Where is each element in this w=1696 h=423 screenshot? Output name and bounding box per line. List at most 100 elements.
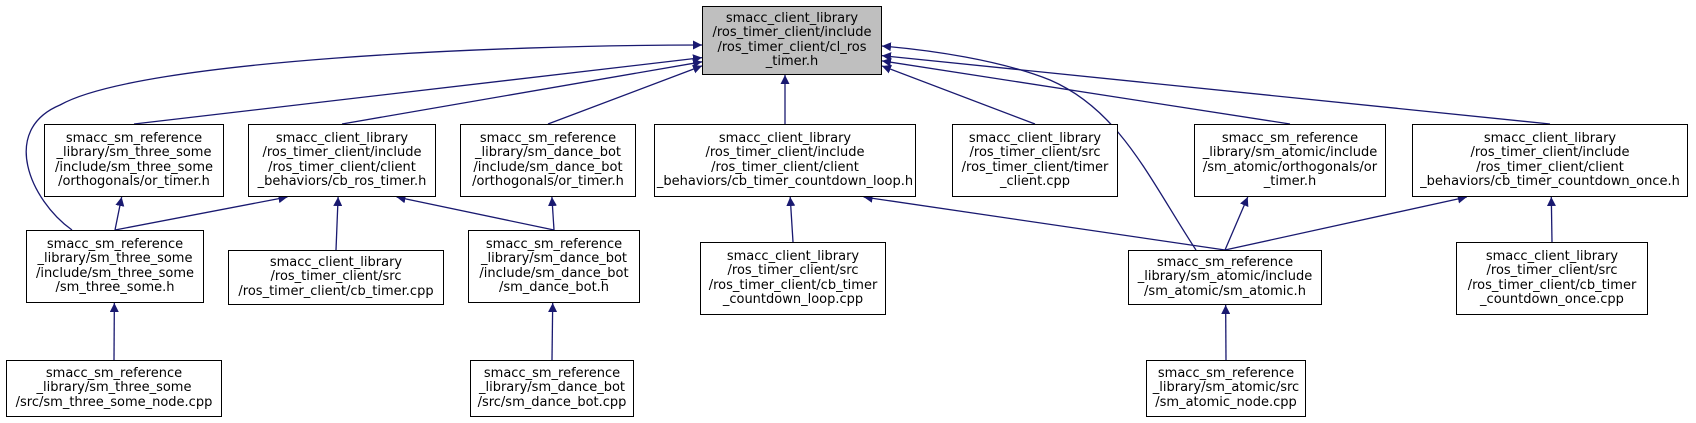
edge-n12-to-n4 — [863, 193, 1226, 251]
file-node[interactable]: smacc_sm_reference_library/sm_atomic/inc… — [1128, 250, 1322, 305]
edge-n12-to-n6 — [1224, 196, 1249, 251]
node-label-line: _behaviors/cb_timer_countdown_loop.h — [656, 174, 914, 189]
node-label-line: /sm_three_some.h — [55, 280, 175, 295]
node-label-line: smacc_client_library — [269, 254, 403, 270]
node-label-line: /ros_timer_client/include — [1470, 145, 1630, 160]
node-label-line: /sm_atomic/sm_atomic.h — [1144, 283, 1306, 299]
node-label-line: smacc_sm_reference — [1156, 254, 1294, 270]
file-node[interactable]: smacc_sm_reference_library/sm_dance_bot/… — [470, 360, 634, 417]
file-node[interactable]: smacc_client_library/ros_timer_client/in… — [248, 124, 436, 197]
node-label-line: _library/sm_dance_bot — [474, 145, 622, 160]
node-label-line: smacc_client_library — [718, 130, 852, 146]
node-label-line: /include/sm_dance_bot — [479, 265, 629, 281]
node-label-line: /sm_atomic_node.cpp — [1155, 394, 1297, 410]
node-label-line: smacc_sm_reference — [45, 365, 183, 381]
node-label-line: _library/sm_dance_bot — [480, 251, 628, 266]
edge-n10-to-n3 — [547, 196, 557, 231]
edge-n8-to-n2 — [114, 194, 288, 231]
edge-n8-to-n0 — [25, 40, 703, 231]
node-label-line: /ros_timer_client/timer — [961, 159, 1109, 175]
file-node[interactable]: smacc_sm_reference_library/sm_atomic/inc… — [1194, 124, 1386, 197]
node-label-line: smacc_client_library — [725, 10, 859, 26]
node-label-line: _library/sm_three_some — [37, 251, 193, 266]
node-label-line: smacc_sm_reference — [46, 236, 184, 252]
node-label-line: /ros_timer_client/include — [262, 145, 422, 160]
node-label-line: smacc_client_library — [726, 248, 860, 264]
edge-n2-to-n0 — [341, 58, 703, 125]
file-node[interactable]: smacc_client_library/ros_timer_client/sr… — [1456, 242, 1648, 315]
edge-n8-to-n1 — [114, 196, 125, 231]
file-node[interactable]: smacc_sm_reference_library/sm_dance_bot/… — [468, 230, 640, 303]
file-node[interactable]: smacc_client_library/ros_timer_client/sr… — [952, 124, 1118, 197]
node-label-line: smacc_sm_reference — [485, 236, 623, 252]
file-node[interactable]: smacc_client_library/ros_timer_client/in… — [1412, 124, 1688, 197]
node-label-line: smacc_sm_reference — [479, 130, 617, 146]
node-label-line: /ros_timer_client/cb_timer — [1467, 277, 1637, 293]
node-label-line: smacc_client_library — [1483, 130, 1617, 146]
file-node[interactable]: smacc_client_library/ros_timer_client/sr… — [700, 242, 886, 315]
node-label-line: /include/sm_dance_bot — [473, 159, 623, 175]
node-label-line: /ros_timer_client/cl_ros — [717, 39, 867, 55]
node-label-line: /ros_timer_client/src — [969, 145, 1101, 160]
edge-n11-to-n4 — [786, 196, 796, 243]
node-label-line: _behaviors/cb_timer_countdown_once.h — [1420, 174, 1680, 189]
edge-n1-to-n0 — [133, 54, 703, 125]
edge-n10-to-n2 — [396, 194, 555, 231]
file-node[interactable]: smacc_client_library/ros_timer_client/in… — [654, 124, 916, 197]
edge-n13-to-n7 — [1546, 196, 1556, 243]
node-label-line: /ros_timer_client/cb_timer — [708, 277, 878, 293]
edge-n12-to-n7 — [1224, 194, 1467, 251]
file-node[interactable]: smacc_sm_reference_library/sm_three_some… — [6, 360, 222, 417]
edge-n6-to-n0 — [881, 57, 1291, 125]
file-node[interactable]: smacc_sm_reference_library/sm_atomic/src… — [1146, 360, 1306, 417]
node-label-line: /ros_timer_client/src — [727, 263, 859, 278]
node-label-line: _library/sm_atomic/include — [1202, 145, 1378, 160]
node-label-line: /sm_atomic/orthogonals/or — [1202, 159, 1378, 175]
node-label-line: smacc_client_library — [968, 130, 1102, 146]
node-label-line: smacc_sm_reference — [483, 365, 621, 381]
file-node[interactable]: smacc_sm_reference_library/sm_dance_bot/… — [460, 124, 636, 197]
file-node[interactable]: smacc_client_library/ros_timer_client/sr… — [228, 250, 444, 305]
node-label-line: /ros_timer_client/src — [270, 269, 402, 285]
node-label-line: /orthogonals/or_timer.h — [58, 174, 210, 189]
file-node[interactable]: smacc_sm_reference_library/sm_three_some… — [26, 230, 204, 303]
node-label-line: /orthogonals/or_timer.h — [472, 174, 624, 189]
edge-n7-to-n0 — [881, 52, 1551, 125]
focus-node[interactable]: smacc_client_library/ros_timer_client/in… — [702, 6, 882, 75]
node-label-line: /ros_timer_client/include — [705, 145, 865, 160]
node-label-line: /ros_timer_client/cb_timer.cpp — [238, 283, 434, 299]
node-label-line: _library/sm_three_some — [56, 145, 212, 160]
node-label-line: _library/sm_atomic/include — [1137, 269, 1313, 285]
node-label-line: /include/sm_three_some — [54, 159, 214, 175]
node-label-line: smacc_sm_reference — [1157, 365, 1295, 381]
node-label-line: _behaviors/cb_ros_timer.h — [257, 174, 427, 189]
node-label-line: smacc_sm_reference — [1221, 130, 1359, 146]
node-label-line: _client.cpp — [1000, 174, 1070, 189]
node-label-line: /ros_timer_client/client — [711, 159, 859, 175]
edge-n9-to-n2 — [333, 196, 343, 251]
node-label-line: _timer.h — [1263, 174, 1317, 189]
edge-n12-to-n0 — [881, 42, 1197, 251]
node-label-line: /sm_dance_bot.h — [498, 280, 610, 295]
edge-n3-to-n0 — [547, 64, 703, 125]
node-label-line: smacc_sm_reference — [65, 130, 203, 146]
node-label-line: /ros_timer_client/src — [1486, 263, 1618, 278]
node-label-line: /ros_timer_client/client — [1476, 159, 1624, 175]
node-label-line: /ros_timer_client/client — [268, 159, 416, 175]
node-label-line: _library/sm_dance_bot — [478, 380, 626, 396]
node-label-line: _countdown_once.cpp — [1480, 292, 1624, 307]
node-label-line: _library/sm_three_some — [36, 380, 192, 396]
node-label-line: _library/sm_atomic/src — [1152, 380, 1300, 396]
edge-n15-to-n10 — [548, 302, 558, 361]
node-label-line: _countdown_loop.cpp — [722, 292, 864, 307]
node-label-line: smacc_client_library — [275, 130, 409, 146]
edge-n5-to-n0 — [881, 64, 1036, 125]
node-label-line: /include/sm_three_some — [35, 265, 195, 281]
node-label-line: _timer.h — [765, 54, 819, 69]
node-label-line: /src/sm_three_some_node.cpp — [15, 394, 213, 410]
node-label-line: /src/sm_dance_bot.cpp — [477, 394, 627, 410]
node-label-line: smacc_client_library — [1485, 248, 1619, 264]
file-node[interactable]: smacc_sm_reference_library/sm_three_some… — [44, 124, 224, 197]
